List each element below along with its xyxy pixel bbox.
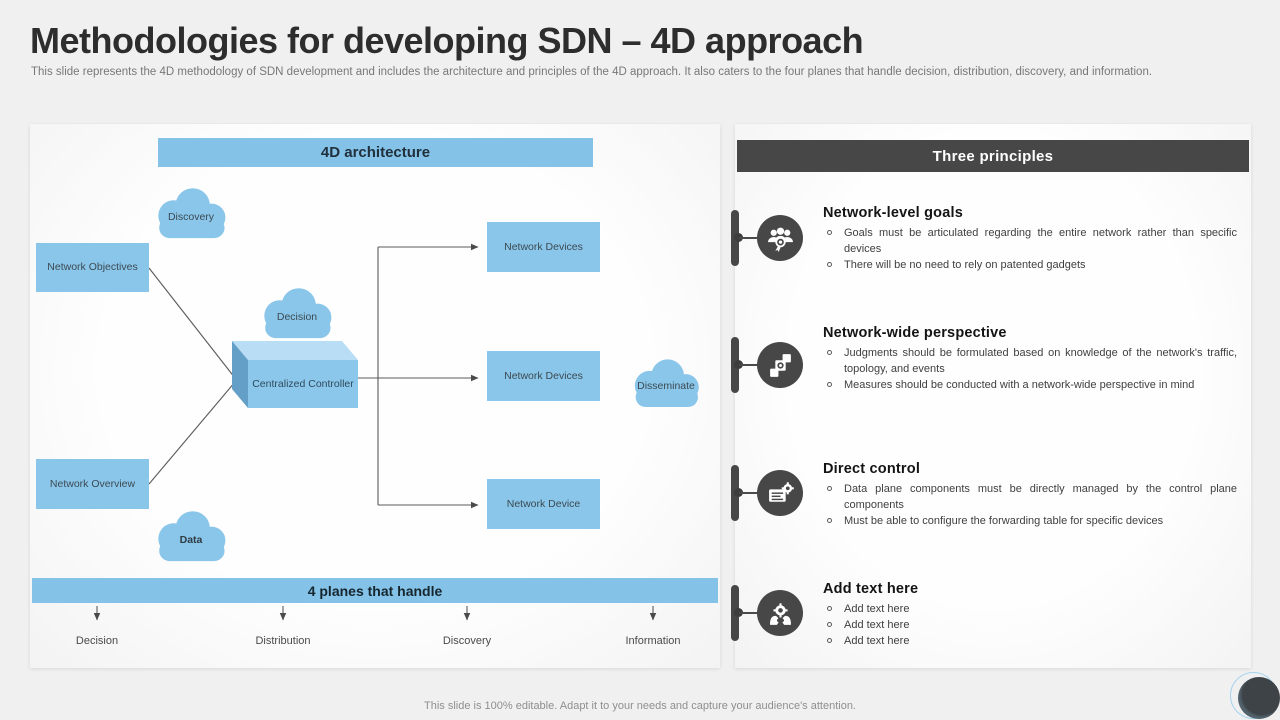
cloud-icon (264, 288, 332, 339)
bullet-text: Must be able to configure the forwarding… (844, 515, 1164, 527)
principle-bullets: Judgments should be formulated based on … (823, 345, 1237, 393)
team-goals-icon (767, 227, 793, 252)
bullet-marker (827, 518, 832, 523)
network-objectives-box: Network Objectives (36, 243, 149, 292)
bullet-item: There will be no need to rely on patente… (823, 257, 1237, 273)
decision-cloud: Decision (254, 282, 340, 346)
bullet-text: Measures should be conducted with a netw… (844, 379, 1195, 391)
bullet-item: Add text here (823, 601, 1237, 617)
planes-bar: 4 planes that handle (32, 578, 718, 603)
cloud-label: Decision (276, 310, 318, 323)
timeline-dot (734, 488, 743, 497)
network-connection-icon (769, 353, 791, 377)
data-cloud: Data (148, 505, 234, 569)
principle-icon-circle (757, 590, 803, 636)
plane-label-information: Information (625, 635, 681, 647)
bullet-marker (827, 262, 832, 267)
timeline-dot (734, 360, 743, 369)
bullet-marker (827, 382, 832, 387)
principle-bullets: Goals must be articulated regarding the … (823, 225, 1237, 273)
plane-label-decision: Decision (75, 635, 119, 647)
principle-title: Network-level goals (823, 205, 963, 221)
bullet-text: Add text here (844, 603, 910, 615)
bullet-item: Add text here (823, 633, 1237, 649)
principle-bullets: Data plane components must be directly m… (823, 481, 1237, 529)
bullet-text: There will be no need to rely on patente… (844, 259, 1086, 271)
bullet-text: Add text here (844, 635, 910, 647)
bullet-text: Judgments should be formulated based on … (844, 347, 1237, 375)
centralized-controller-cube (232, 341, 358, 408)
bullet-marker (827, 350, 832, 355)
bullet-marker (827, 606, 832, 611)
bullet-item: Measures should be conducted with a netw… (823, 377, 1237, 393)
architecture-panel: 4D architecture Discovery Decision Data … (30, 124, 720, 668)
page-subtitle: This slide represents the 4D methodology… (31, 66, 1153, 78)
bullet-marker (827, 230, 832, 235)
footer-note: This slide is 100% editable. Adapt it to… (424, 700, 856, 712)
timeline-dot (734, 233, 743, 242)
principle-icon-circle (757, 470, 803, 516)
bullet-text: Data plane components must be directly m… (844, 483, 1237, 511)
network-devices-box-middle: Network Devices (487, 351, 600, 401)
brand-logo-icon (1238, 677, 1280, 719)
connector-line (739, 364, 760, 366)
document-gear-icon (768, 481, 794, 502)
bullet-item: Add text here (823, 617, 1237, 633)
bullet-marker (827, 486, 832, 491)
plane-label-discovery: Discovery (442, 635, 492, 647)
disseminate-cloud: Disseminate (625, 353, 707, 415)
page-title: Methodologies for developing SDN – 4D ap… (30, 20, 864, 61)
timeline-dot (734, 608, 743, 617)
principle-bullets: Add text here Add text here Add text her… (823, 601, 1237, 649)
principle-icon-circle (757, 342, 803, 388)
discovery-cloud: Discovery (148, 182, 234, 246)
principle-icon-circle (757, 215, 803, 261)
principle-title: Network-wide perspective (823, 325, 1007, 341)
principles-title-bar: Three principles (737, 140, 1249, 172)
cloud-label: Data (179, 533, 203, 546)
cloud-icon (158, 511, 226, 562)
bullet-text: Add text here (844, 619, 910, 631)
cloud-icon (634, 359, 699, 407)
principle-title: Add text here (823, 581, 919, 597)
cloud-label: Discovery (167, 210, 215, 223)
bullet-item: Data plane components must be directly m… (823, 481, 1237, 513)
bullet-marker (827, 638, 832, 643)
network-device-box-bottom: Network Device (487, 479, 600, 529)
architecture-title-bar: 4D architecture (158, 138, 593, 167)
network-overview-box: Network Overview (36, 459, 149, 509)
principles-panel: Three principles Network-level goals Goa… (731, 124, 1251, 668)
connector-line (739, 237, 760, 239)
bullet-marker (827, 622, 832, 627)
bullet-item: Goals must be articulated regarding the … (823, 225, 1237, 257)
bullet-item: Judgments should be formulated based on … (823, 345, 1237, 377)
plane-label-distribution: Distribution (255, 635, 311, 647)
centralized-controller-label: Centralized Controller (252, 377, 354, 390)
architecture-connectors (93, 243, 657, 621)
principle-title: Direct control (823, 461, 921, 477)
connector-line (739, 612, 760, 614)
bullet-text: Goals must be articulated regarding the … (844, 227, 1237, 255)
bullet-item: Must be able to configure the forwarding… (823, 513, 1237, 529)
cloud-label: Disseminate (637, 380, 695, 393)
cloud-icon (158, 188, 226, 239)
hands-gear-icon (769, 602, 791, 625)
network-devices-box-top: Network Devices (487, 222, 600, 272)
connector-line (739, 492, 760, 494)
